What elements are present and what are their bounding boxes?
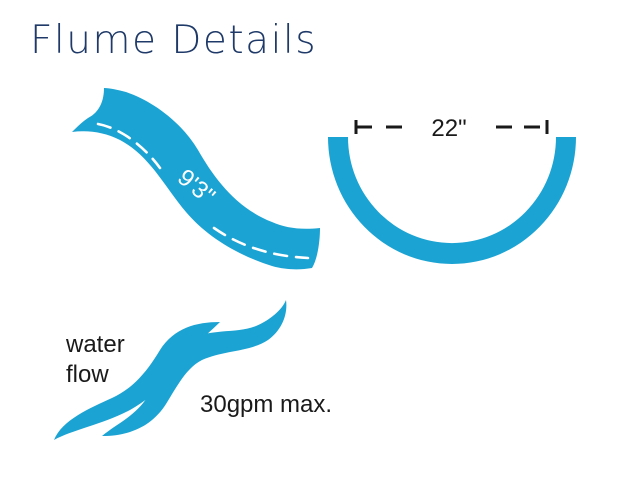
water-label-line2: flow — [66, 361, 109, 388]
trough-width-label: 22" — [431, 115, 466, 142]
wave-front — [102, 300, 287, 436]
page-title: Flume Details — [30, 18, 318, 63]
slide-flume: 9'3" — [72, 88, 320, 270]
trough-body — [328, 137, 576, 264]
water-flow-icon: water flow 30gpm max. — [54, 300, 332, 440]
flow-rate-label: 30gpm max. — [200, 391, 332, 418]
trough-cross-section: 22" — [328, 115, 576, 264]
water-label-line1: water — [65, 331, 125, 358]
slide-dashed-centerline — [96, 122, 162, 170]
slide-flume-body — [72, 88, 320, 270]
slide-dashed-centerline-lower — [212, 226, 310, 260]
